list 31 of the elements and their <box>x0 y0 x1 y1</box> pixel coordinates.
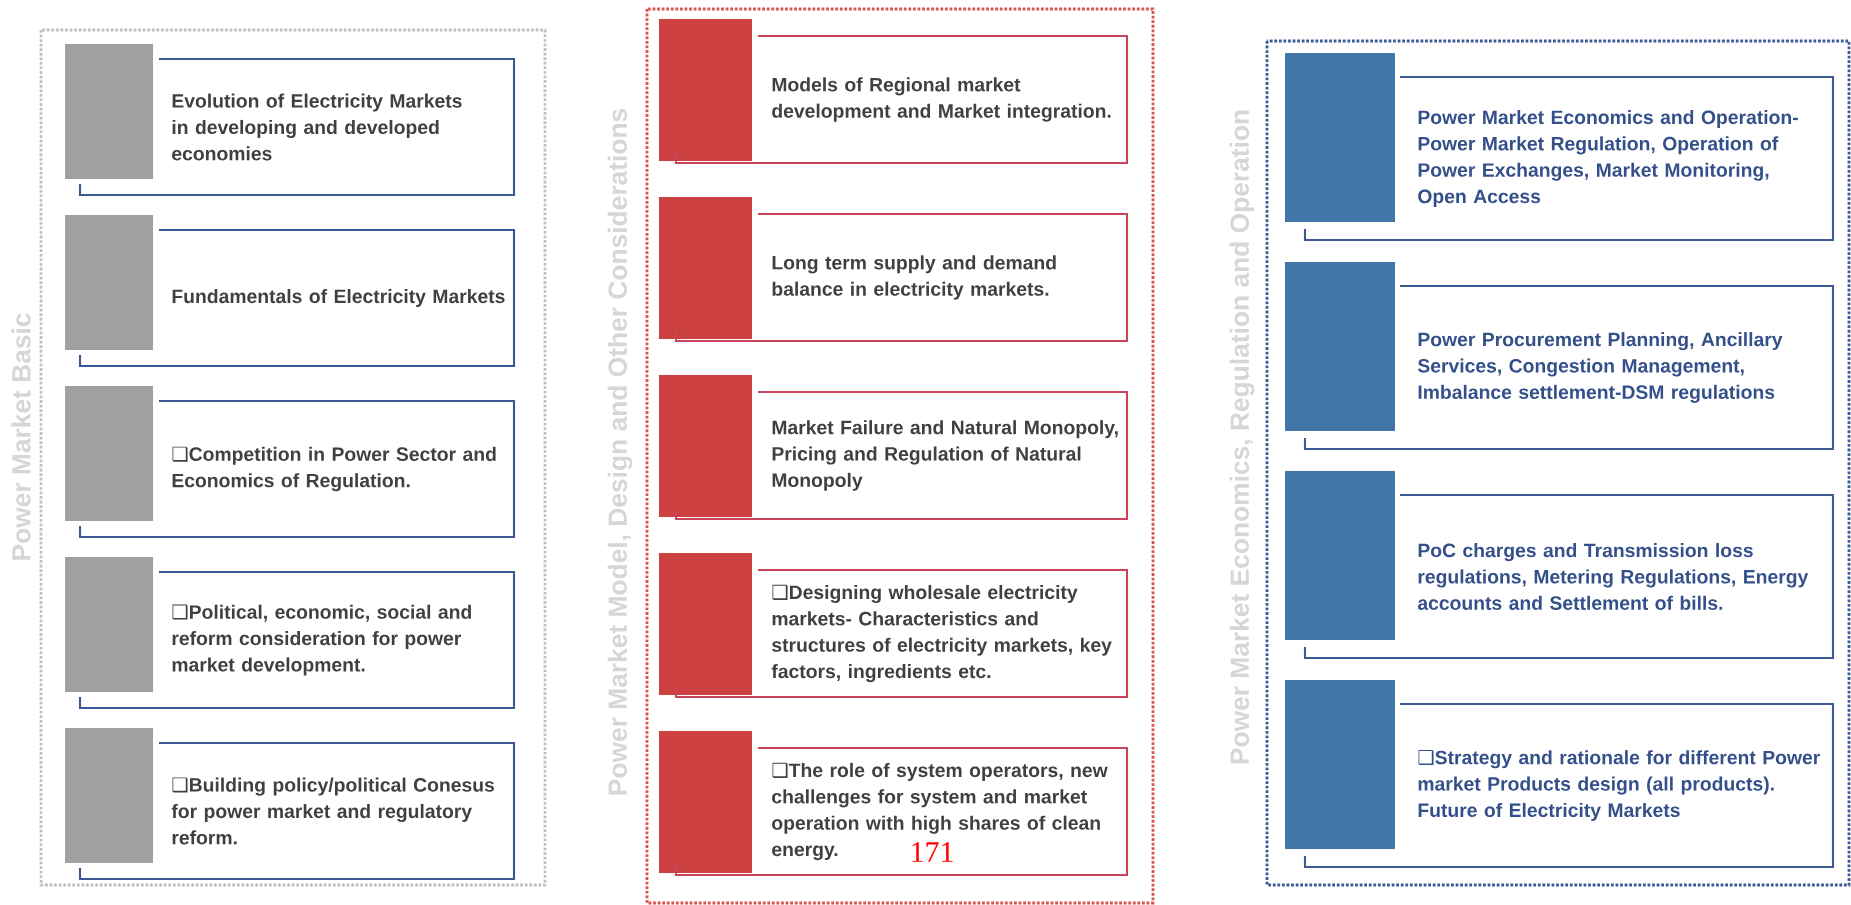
topic-card: ❑Strategy and rationale for different Power market Products design (all products). Future of Electricity Markets <box>1285 680 1835 869</box>
topic-card: ❑Political, economic, social and reform consideration for power market development. <box>65 557 516 710</box>
topic-card: Fundamentals of Electricity Markets <box>65 215 516 368</box>
node-label: ❑Building policy/political Conesus for power market and regulatory reform. <box>171 777 494 845</box>
node-label: ❑Competition in Power Sector and Economics of Regulation. <box>172 446 496 492</box>
topic-card: Long term supply and demand balance in electricity markets. <box>659 197 1129 343</box>
node-label: ❑Political, economic, social and reform consideration for power market development. <box>172 604 471 676</box>
page-number: 171 <box>912 842 953 862</box>
topic-card: ❑Building policy/political Conesus for power market and regulatory reform. <box>65 728 516 881</box>
topic-card: ❑Designing wholesale electricity markets- Characteristics and structures of electricity markets, key factors, ingredients etc. <box>659 553 1129 699</box>
node-label: ❑Designing wholesale electricity markets- Characteristics and structures of electricity markets, key factors, ingredients etc. <box>771 584 1112 683</box>
node-label: Evolution of Electricity Markets in developing and developed economies <box>172 93 462 161</box>
node-label: ❑The role of system operators, new <box>772 762 1108 781</box>
node-label: challenges for system and market <box>772 789 1087 808</box>
topic-card: Power Market Economics and Operation- Power Market Regulation, Operation of Power Exchanges, Market Monitoring, Open Access <box>1285 53 1835 242</box>
node-label: ❑Strategy and rationale for different Power market Products design (all products). Future of Electricity Markets <box>1418 750 1820 821</box>
node-label: Models of Regional market development and Market integration. <box>772 77 1111 122</box>
node-label: energy. <box>772 845 838 861</box>
node-label: Fundamentals of Electricity Markets <box>172 289 505 307</box>
node-label: Power Market Economics and Operation- Power Market Regulation, Operation of Power Exchanges, Market Monitoring, Open Access <box>1418 109 1798 208</box>
topic-card: Market Failure and Natural Monopoly, Pricing and Regulation of Natural Monopoly <box>659 375 1129 521</box>
topic-card: Evolution of Electricity Markets in developing and developed economies <box>65 44 516 197</box>
node-label: Market Failure and Natural Monopoly, Pricing and Regulation of Natural Monopoly <box>772 420 1118 491</box>
node-label: Long term supply and demand balance in electricity markets. <box>772 255 1056 300</box>
node-label: operation with high shares of clean <box>772 815 1100 834</box>
topic-card: Power Procurement Planning, Ancillary Services, Congestion Management, Imbalance settlement-DSM regulations <box>1285 262 1835 451</box>
topic-card: PoC charges and Transmission loss regulations, Metering Regulations, Energy accounts and Settlement of bills. <box>1285 471 1835 660</box>
node-label: Power Procurement Planning, Ancillary Services, Congestion Management, Imbalance settlement-DSM regulations <box>1417 332 1783 403</box>
topic-card: Models of Regional market development and Market integration. <box>659 19 1129 165</box>
node-label: PoC charges and Transmission loss regulations, Metering Regulations, Energy accounts and Settlement of bills. <box>1417 543 1809 610</box>
topic-card: ❑Competition in Power Sector and Economics of Regulation. <box>65 386 516 539</box>
